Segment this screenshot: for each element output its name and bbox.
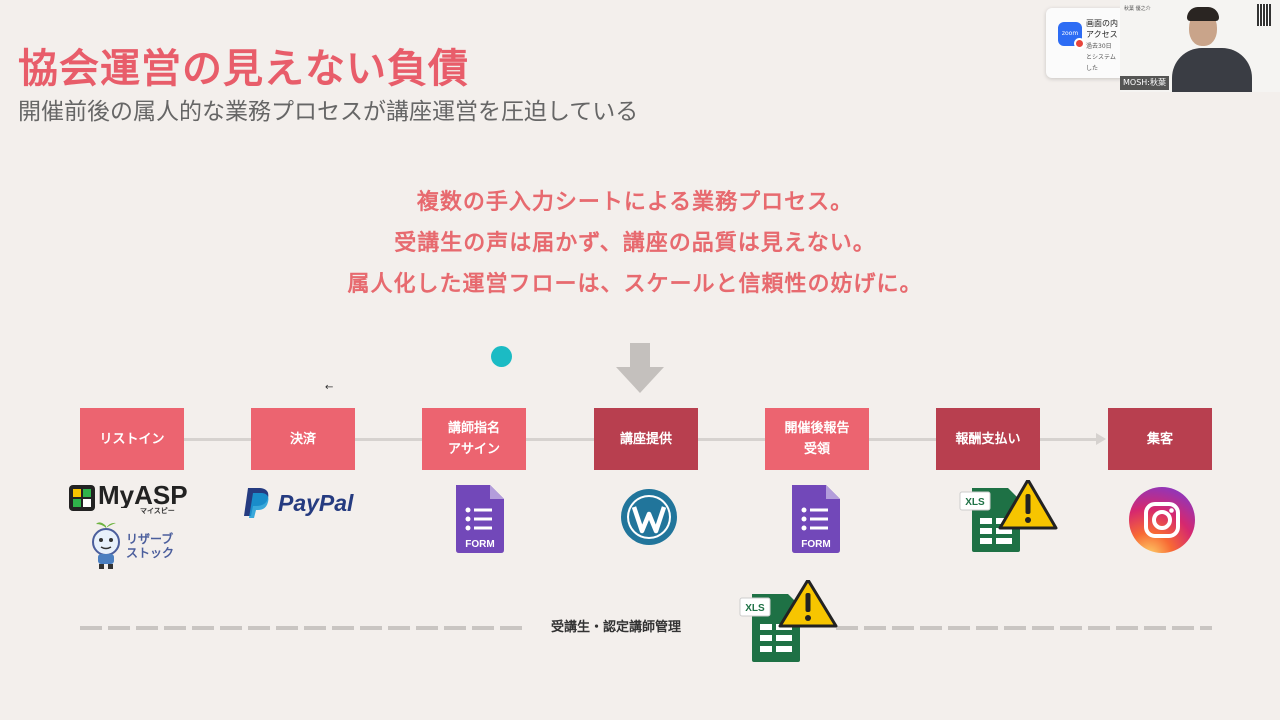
myasp-sub-label: マイスピー [140,507,175,515]
message-1: 複数の手入力シートによる業務プロセス。 [416,190,854,215]
warning-icon-2 [778,580,838,628]
wall-sign: 秋葉 優之介 [1124,6,1151,12]
zoom-notice-line4: とシステム [1086,54,1116,61]
flow-step-5: 開催後報告 受領 [765,408,869,470]
wordpress-icon [621,489,677,545]
participant-name: MOSH:秋葉 [1120,76,1169,90]
reservestock-logo: リザーブ ストック [126,532,174,560]
flow-step-3: 講師指名 アサイン [422,408,526,470]
laser-pointer-dot [491,346,512,367]
myasp-logo: MyASP [98,482,188,508]
myasp-icon [69,485,95,511]
instagram-icon [1129,487,1195,553]
management-line-right [836,626,1212,630]
zoom-notice-line5: した [1086,65,1099,72]
reservestock-icon [92,522,120,569]
flow-step-4: 講座提供 [594,408,698,470]
paypal-logo-text: PayPal [278,490,354,516]
slide-title: 協会運営の見えない負債 [18,46,469,92]
down-arrow-icon [616,343,664,393]
reservestock-line1: リザーブ [126,532,174,546]
zoom-notice-line3: 過去30日 [1086,43,1112,50]
qr-code-icon [1257,4,1271,26]
zoom-notice-line2: アクセス [1086,30,1118,39]
excel-warning-icon-bottom: XLS [739,580,838,662]
flow-step-2: 決済 [251,408,355,470]
record-icon [1074,38,1085,49]
mouse-cursor-icon: ← [325,382,334,393]
myasp-logo-text: MyASP [98,482,188,508]
xls-label-2: XLS [745,603,765,614]
form-icon: FORM [456,485,504,553]
presenter-hair [1187,7,1219,21]
flow-step-7: 集客 [1108,408,1212,470]
slide-subtitle: 開催前後の属人的な業務プロセスが講座運営を圧迫している [18,99,639,125]
warning-icon [998,480,1058,530]
presenter-body [1172,48,1252,92]
flow-arrowhead-icon [1096,433,1106,445]
management-label: 受講生・認定講師管理 [528,617,704,639]
zoom-icon: zoom [1058,22,1085,49]
xls-label: XLS [965,497,985,508]
key-messages: 複数の手入力シートによる業務プロセス。 受講生の声は届かず、講座の品質は見えない… [0,186,1270,309]
reservestock-line2: ストック [126,546,175,560]
form-label: FORM [465,539,494,550]
zoom-badge: zoom [1061,30,1079,37]
management-line-left [80,626,530,630]
form-label-2: FORM [801,539,830,550]
message-3: 属人化した運営フローは、スケールと信頼性の妨げに。 [347,272,923,297]
flow-step-1: リストイン [80,408,184,470]
flow-step-6: 報酬支払い [936,408,1040,470]
message-2: 受講生の声は届かず、講座の品質は見えない。 [394,231,876,256]
form-icon-2: FORM [792,485,840,553]
zoom-notice-line1: 画面の内 [1086,19,1118,28]
excel-warning-icon: XLS [959,480,1058,552]
zoom-recording-notification[interactable]: zoom 画面の内 アクセス 過去30日 とシステム した [1046,8,1126,78]
paypal-logo: PayPal [244,488,354,518]
